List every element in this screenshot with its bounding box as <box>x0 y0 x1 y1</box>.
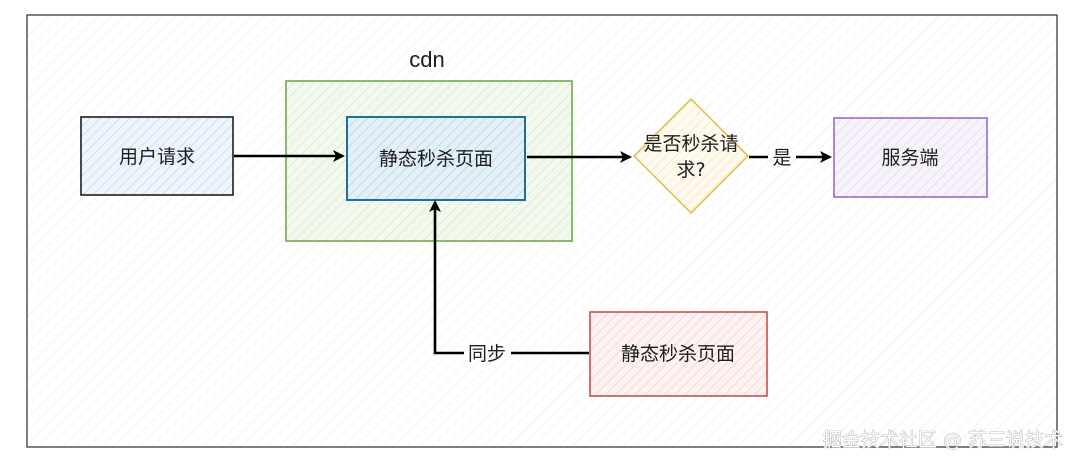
cdn-static-page-label: 静态秒杀页面 <box>379 148 493 170</box>
edge-label-yes: 是 <box>772 147 791 169</box>
decision-label-line1: 是否秒杀请 <box>643 133 738 155</box>
decision-label-line2: 求? <box>676 159 705 181</box>
origin-static-page-label: 静态秒杀页面 <box>621 343 735 365</box>
edge-label-sync: 同步 <box>468 343 506 365</box>
arrow-sync-to-cdn <box>429 200 464 355</box>
user-request-label: 用户请求 <box>119 146 195 168</box>
origin-static-page-node <box>589 311 768 397</box>
server-label: 服务端 <box>881 147 938 169</box>
server-node <box>833 117 988 198</box>
decision-node <box>632 97 750 215</box>
cdn-group-label: cdn <box>409 47 444 72</box>
cdn-static-page-node <box>346 116 526 201</box>
watermark: 掘金技术社区 @ 苏三说技术 <box>823 429 1063 451</box>
user-request-node <box>80 116 234 196</box>
